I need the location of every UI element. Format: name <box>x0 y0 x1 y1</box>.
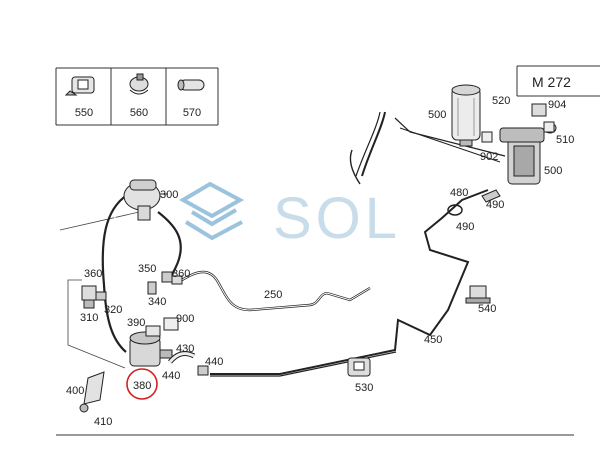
purge-canister-300 <box>123 179 168 221</box>
hose-430-440 <box>168 351 209 376</box>
callout-310: 310 <box>80 312 98 324</box>
callout-500-canister: 500 <box>544 165 562 177</box>
callout-360-a: 360 <box>84 268 102 280</box>
callout-440-a: 440 <box>162 370 180 382</box>
legend-label-560: 560 <box>130 107 148 119</box>
callout-480: 480 <box>450 187 468 199</box>
watermark-logo: SOL <box>178 181 401 251</box>
pump-380 <box>129 317 179 367</box>
hose-clamp-icon <box>129 73 149 95</box>
clip-902 <box>481 131 493 143</box>
callout-900: 900 <box>176 313 194 325</box>
model-label: M 272 <box>532 74 571 90</box>
model-box: M 272 <box>516 65 600 97</box>
highlight-circle-380 <box>126 368 158 400</box>
bracket-540 <box>465 285 491 304</box>
legend-label-570: 570 <box>183 107 201 119</box>
bracket-400-410 <box>79 371 105 413</box>
callout-510: 510 <box>556 134 574 146</box>
callout-440-b: 440 <box>205 356 223 368</box>
callout-520: 520 <box>492 95 510 107</box>
callout-390: 390 <box>127 317 145 329</box>
callout-labels: 300 500 520 904 510 902 500 480 490 490 … <box>66 95 574 428</box>
bracket-530 <box>347 357 371 377</box>
hose-sleeve-icon <box>177 79 205 91</box>
callout-540: 540 <box>478 303 496 315</box>
callout-450: 450 <box>424 334 442 346</box>
callout-902: 902 <box>480 151 498 163</box>
callout-360-b: 360 <box>172 268 190 280</box>
callout-410: 410 <box>94 416 112 428</box>
clamp-480-490 <box>447 189 501 216</box>
watermark-text: SOL <box>273 186 401 251</box>
callout-490-b: 490 <box>456 221 474 233</box>
callout-904: 904 <box>548 99 566 111</box>
callout-500-filter: 500 <box>428 109 446 121</box>
callout-250: 250 <box>264 289 282 301</box>
callout-530: 530 <box>355 382 373 394</box>
fuel-filter-500 <box>451 84 481 147</box>
clip-310-320 <box>81 285 107 309</box>
callout-340: 340 <box>148 296 166 308</box>
callout-300: 300 <box>160 189 178 201</box>
callout-350: 350 <box>138 263 156 275</box>
fittings-350-360 <box>147 271 183 295</box>
pipe-lines <box>101 111 506 377</box>
legend-label-550: 550 <box>75 107 93 119</box>
callout-380: 380 <box>133 380 151 392</box>
callout-320: 320 <box>104 304 122 316</box>
bracket-clip-icon <box>64 76 95 96</box>
callout-400: 400 <box>66 385 84 397</box>
small-parts-legend: 550 560 570 <box>55 67 219 126</box>
callout-430: 430 <box>176 343 194 355</box>
connector-904 <box>531 103 557 134</box>
callout-490-a: 490 <box>486 199 504 211</box>
guide-lines <box>59 209 149 369</box>
charcoal-canister-500 <box>499 127 545 185</box>
